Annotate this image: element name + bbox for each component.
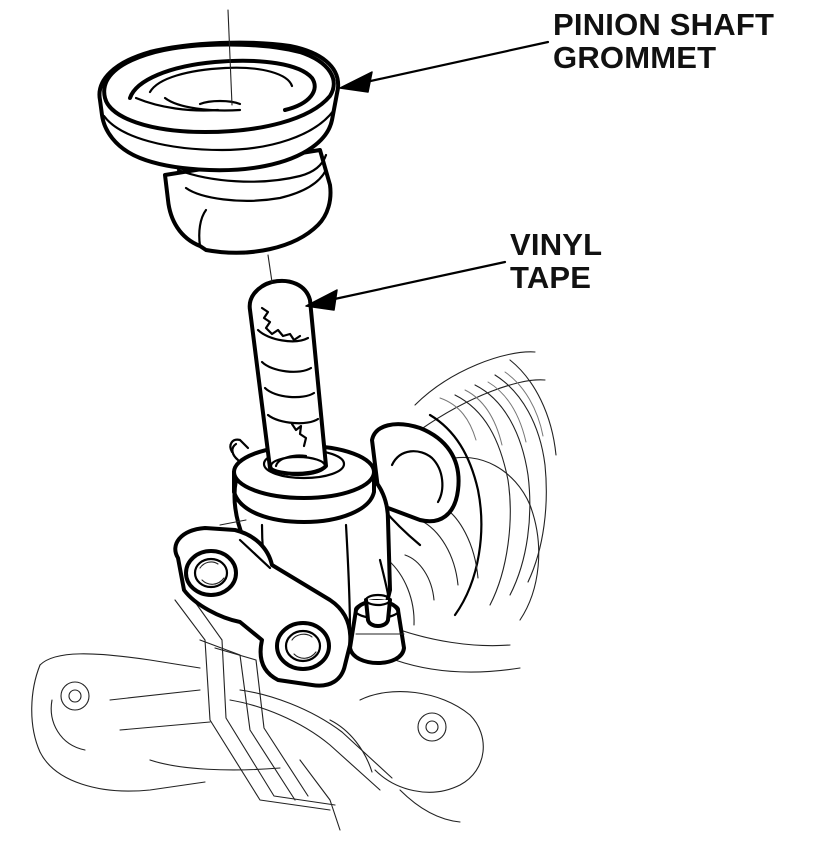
label-grommet-line-2: GROMMET [553, 40, 717, 75]
valve-bolt [348, 593, 406, 665]
leader-arrow-grommet [339, 40, 550, 93]
rack-boot [387, 351, 557, 626]
label-tape-line-2: TAPE [510, 260, 592, 295]
label-grommet-line-1: PINION SHAFT [553, 7, 775, 42]
mounting-flange [173, 526, 353, 688]
label-tape-line-1: VINYL [510, 227, 603, 262]
label-pinion-shaft-grommet: PINION SHAFT GROMMET [553, 8, 774, 74]
steering-rack-housing [31, 594, 521, 831]
label-vinyl-tape: VINYL TAPE [510, 228, 602, 294]
leader-arrow-tape [305, 260, 507, 311]
pinion-shaft-grommet [97, 9, 341, 283]
pinion-shaft [247, 279, 328, 477]
